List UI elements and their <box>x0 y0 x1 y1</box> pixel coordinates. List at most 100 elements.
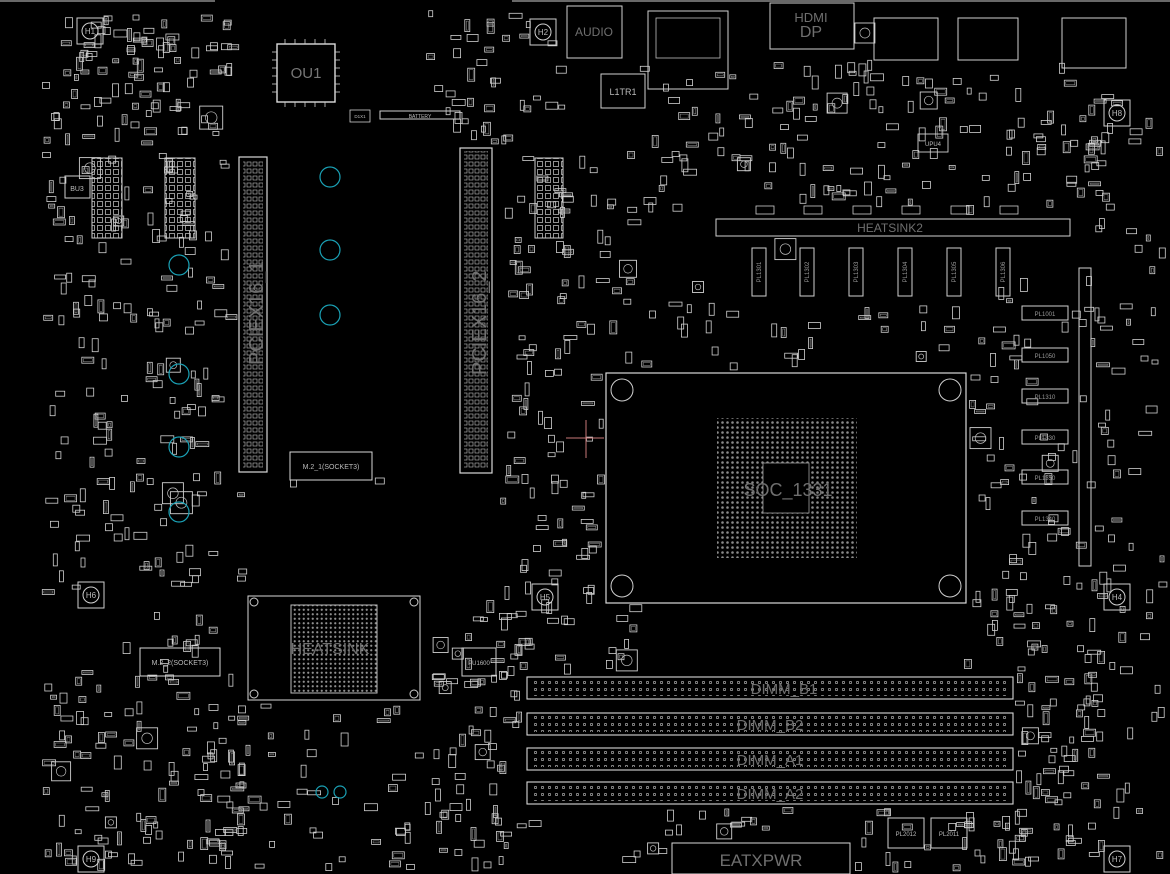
vrm-heatsink-right[interactable] <box>1078 267 1092 567</box>
dp-label: DP <box>800 24 822 41</box>
connector-usb-stack[interactable] <box>873 17 939 61</box>
mounting-hole-label: H5 <box>540 593 551 602</box>
connector-hdmi-dp[interactable]: HDMI DP <box>769 2 855 50</box>
slot-pciex16-1[interactable]: PCIEX16_1 <box>238 156 268 473</box>
mounting-hole-label: H2 <box>538 28 549 37</box>
battery-label: BATTERY <box>409 114 432 120</box>
mounting-hole-label: H9 <box>86 855 97 864</box>
upu4-label: UPU4 <box>925 142 942 148</box>
dimm-slot-b2[interactable]: DIMM_B2 <box>526 712 1014 736</box>
cursor-crosshair <box>566 420 604 458</box>
l1tr1-label: L1TR1 <box>609 87 636 97</box>
connector-usb-stack[interactable] <box>957 17 1019 61</box>
diode-d1x1[interactable]: D1X1 <box>349 109 371 123</box>
mounting-hole-label: H6 <box>86 591 97 600</box>
connector-lan-usb[interactable] <box>647 10 729 90</box>
vrm-choke[interactable]: PL1305 <box>946 205 970 297</box>
vrm-choke[interactable]: PL1303 <box>848 205 872 297</box>
m2-2-label: M.2_2(SOCKET3) <box>152 660 209 667</box>
vrm-choke[interactable]: PL1050 <box>1021 347 1069 363</box>
vrm-choke[interactable]: PL1350 <box>1021 469 1069 485</box>
vrm-choke-label: PL1306 <box>1001 261 1007 282</box>
dimm-slot-b1[interactable]: DIMM_B1 <box>526 676 1014 700</box>
mounting-hole: H7 <box>1103 845 1131 873</box>
audio-label: AUDIO <box>575 25 613 39</box>
vrm-choke[interactable]: PL1301 <box>751 205 775 297</box>
vrm-choke[interactable]: PL1330 <box>1021 429 1069 445</box>
vrm-choke-label: PL1340 <box>1035 517 1056 523</box>
inductor-pl2012[interactable]: PL2012 <box>887 817 925 849</box>
inductor-pu1600[interactable]: PU1600 <box>461 647 497 677</box>
vrm-chokes-top: PL1301 PL1302 PL1303 PL1304 PL1305 PL1306 <box>751 205 1019 297</box>
header-connector[interactable] <box>534 157 564 239</box>
m2-socket-2[interactable]: M.2_2(SOCKET3) <box>139 647 221 677</box>
mounting-hole: H5 <box>531 583 559 611</box>
vrm-choke[interactable]: PL1306 <box>995 205 1019 297</box>
mounting-hole: H8 <box>1103 99 1131 127</box>
vrm-choke-label: PL1304 <box>903 261 909 282</box>
dimm-slot-a2[interactable]: DIMM_A2 <box>526 781 1014 805</box>
mounting-hole-label: H8 <box>1112 109 1123 118</box>
ic-upu4[interactable]: UPU4 <box>917 133 949 153</box>
dimm-b2-label: DIMM_B2 <box>737 717 804 734</box>
vrm-choke[interactable]: PL1340 <box>1021 510 1069 526</box>
vrm-choke[interactable]: PL1304 <box>897 205 921 297</box>
ic-ou1[interactable]: OU1 <box>272 39 340 107</box>
dimm-a2-label: DIMM_A2 <box>737 786 804 803</box>
mounting-hole: H9 <box>77 845 105 873</box>
vrm-choke-label: PL1303 <box>854 261 860 282</box>
mounting-hole: H2 <box>529 18 557 46</box>
vrm-choke-label: PL1330 <box>1035 436 1056 442</box>
connector-eatxpwr[interactable]: EATXPWR <box>671 842 851 874</box>
vrm-choke-label: PL1302 <box>805 261 811 282</box>
ou1-label: OU1 <box>291 65 322 82</box>
vrm-heatsink-bar[interactable]: HEATSINK2 <box>715 218 1071 237</box>
battery-holder[interactable]: BATTERY <box>379 110 461 120</box>
chipset-heatsink[interactable]: HEATSINK <box>247 595 421 701</box>
vrm-choke-label: PL1050 <box>1035 354 1056 360</box>
dimm-a1-label: DIMM_A1 <box>737 752 804 769</box>
inductor-pl2011[interactable]: PL2011 <box>930 817 968 849</box>
eatxpwr-label: EATXPWR <box>720 851 803 870</box>
dimm-slot-a1[interactable]: DIMM_A1 <box>526 747 1014 771</box>
header-connector[interactable] <box>164 157 196 239</box>
slot-pciex16-2[interactable]: PCIEX16_2 <box>459 147 493 474</box>
vrm-choke-label: PL1350 <box>1035 476 1056 482</box>
vrm-choke[interactable]: PL1310 <box>1021 388 1069 404</box>
vrm-choke[interactable]: PL1302 <box>799 205 823 297</box>
pl2011-label: PL2011 <box>939 832 960 838</box>
mounting-hole-label: H4 <box>1112 593 1123 602</box>
mounting-hole-label: H1 <box>85 27 96 36</box>
inductor-l1tr1[interactable]: L1TR1 <box>600 73 646 109</box>
mounting-hole-label: H7 <box>1112 855 1123 864</box>
bu3-label: BU3 <box>70 186 84 193</box>
mounting-hole: H6 <box>77 581 105 609</box>
connector-usb-stack[interactable] <box>1061 17 1127 69</box>
pu1600-label: PU1600 <box>468 661 490 667</box>
heatsink-label: HEATSINK <box>291 641 370 658</box>
vrm-choke-label: PL1310 <box>1035 395 1056 401</box>
m2-1-label: M.2_1(SOCKET3) <box>303 464 360 471</box>
d1x1-label: D1X1 <box>354 114 366 119</box>
vrm-choke[interactable]: PL1001 <box>1021 305 1069 321</box>
pciex16-2-label: PCIEX16_2 <box>469 270 491 375</box>
heatsink2-label: HEATSINK2 <box>857 221 923 235</box>
m2-socket-1[interactable]: M.2_1(SOCKET3) <box>289 451 373 481</box>
header-bu3[interactable]: BU3 <box>64 157 123 239</box>
mounting-hole: H1 <box>76 17 104 45</box>
mounting-hole: H4 <box>1103 583 1131 611</box>
standoff-vias <box>168 166 347 799</box>
pciex16-1-label: PCIEX16_1 <box>246 260 268 365</box>
vrm-choke-label: PL1305 <box>952 261 958 282</box>
pl2012-label: PL2012 <box>896 832 917 838</box>
soc-label: SOC_1331 <box>743 480 832 501</box>
vrm-choke-label: PL1301 <box>757 261 763 282</box>
passive-components <box>41 10 1168 873</box>
cpu-socket[interactable]: SOC_1331 <box>605 372 967 604</box>
vrm-choke-label: PL1001 <box>1035 312 1056 318</box>
connector-audio[interactable]: AUDIO <box>566 5 623 59</box>
hdmi-label: HDMI <box>794 10 827 25</box>
